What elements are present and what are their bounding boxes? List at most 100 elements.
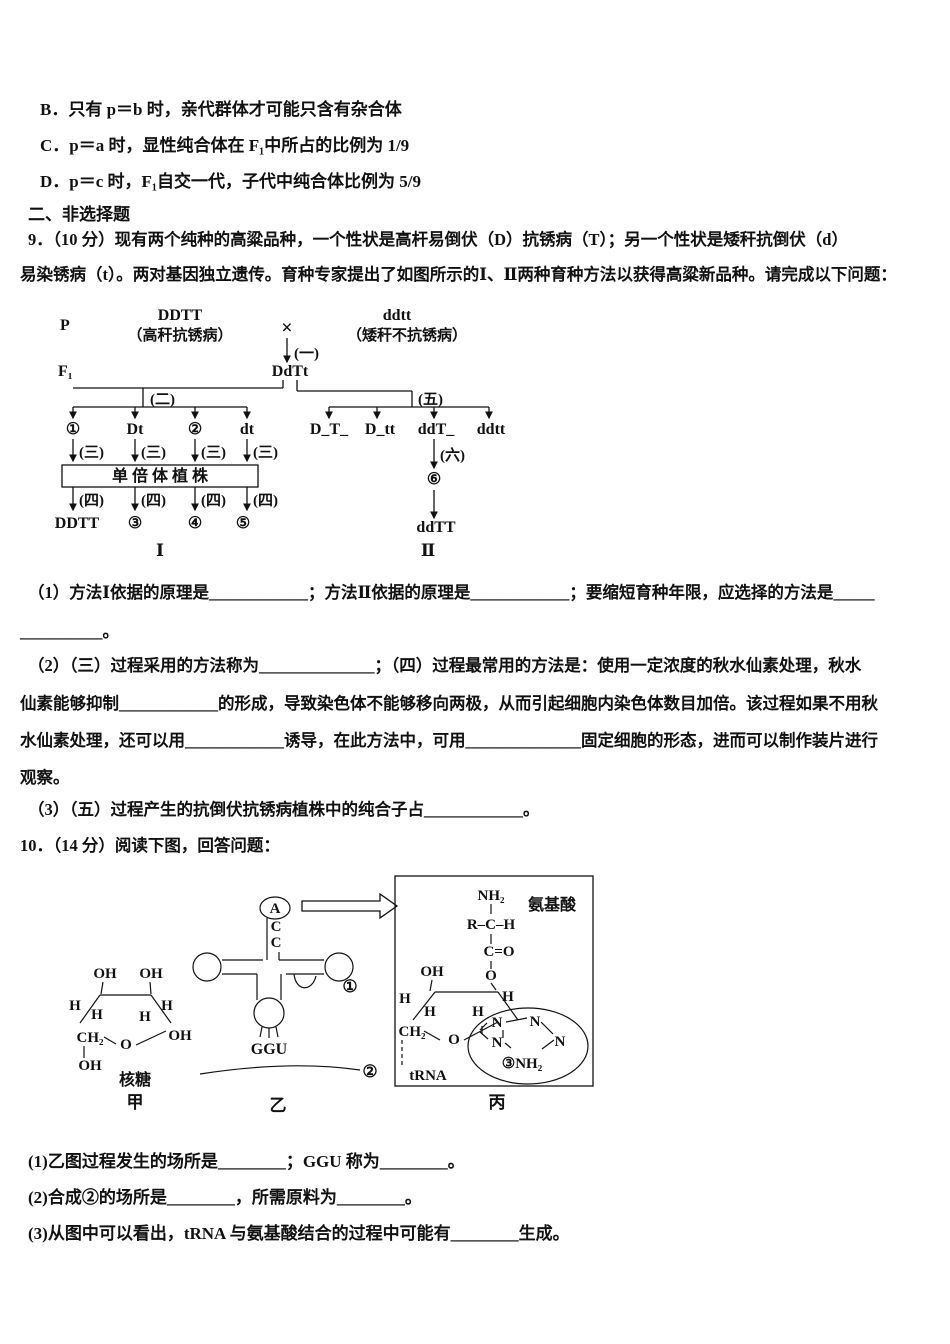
bing-border bbox=[394, 875, 594, 1087]
ribose-structure: OH OH H H H H CH₂ O OH OH 核糖 甲 bbox=[69, 966, 192, 1112]
process-4-arrows bbox=[69, 487, 251, 512]
result-i-2: ③ bbox=[128, 515, 142, 532]
result-ii: ddTT bbox=[416, 519, 455, 536]
method-i-branch-lines bbox=[69, 380, 284, 420]
process-4-label-2: (四) bbox=[141, 493, 166, 509]
bing-h-inner-left: H bbox=[424, 1004, 436, 1020]
jia-oh-top-left: OH bbox=[93, 966, 117, 982]
f2-type-3: ddT_ bbox=[418, 421, 455, 438]
adenine-n3: N bbox=[530, 1014, 541, 1030]
process-4-label-4: (四) bbox=[253, 493, 278, 509]
process-6-label: (六) bbox=[440, 446, 465, 464]
haploid-box-label: 单 倍 体 植 株 bbox=[112, 466, 209, 485]
gamete-3: ② bbox=[188, 421, 202, 438]
jia-h-outer-left: H bbox=[69, 998, 81, 1014]
section-header: 二、非选择题 bbox=[28, 205, 130, 224]
adenine-circle3-nh2: ③NH₂ bbox=[502, 1056, 543, 1072]
gamete-1: ① bbox=[66, 421, 80, 438]
bing-trna-label: tRNA bbox=[409, 1068, 447, 1084]
bing-h-outer-right: H bbox=[502, 989, 514, 1005]
circled-a-base bbox=[259, 896, 291, 920]
bing-tag: 丙 bbox=[489, 1093, 506, 1112]
haploid-plant-box bbox=[61, 464, 259, 488]
process-3-arrows bbox=[69, 439, 251, 463]
trna-cloverleaf: A C C GGU ① bbox=[192, 892, 399, 1115]
q9-sub1-line2: __________。 bbox=[20, 622, 119, 641]
q9-sub1-line1: （1）方法Ⅰ依据的原理是____________；方法Ⅱ依据的原理是______… bbox=[28, 583, 875, 602]
p-generation-label: P bbox=[60, 317, 70, 334]
jia-ch2: CH₂ bbox=[77, 1030, 105, 1046]
yi-anticodon-ggu: GGU bbox=[251, 1041, 288, 1058]
circle-6: ⑥ bbox=[427, 471, 441, 488]
result-i-4: ⑤ bbox=[236, 515, 250, 532]
parent2-phenotype: （矮秆不抗锈病） bbox=[347, 326, 467, 344]
process-3-label-2: (三) bbox=[141, 445, 166, 461]
f2-type-1: D_T_ bbox=[310, 421, 349, 438]
yi-base-a: A bbox=[270, 901, 281, 917]
breeding-diagram: P DDTT （高秆抗锈病） × ddtt （矮秆不抗锈病） (一) F₁ Dd… bbox=[55, 307, 506, 560]
bing-h-outer-left: H bbox=[399, 991, 411, 1007]
process-3-label-3: (三) bbox=[201, 445, 226, 461]
q9-sub3-line: （3）（五）过程产生的抗倒伏抗锈病植株中的纯合子占____________。 bbox=[28, 800, 540, 819]
result-i-1: DDTT bbox=[55, 515, 100, 532]
method-ii-label: Ⅱ bbox=[421, 541, 435, 560]
q10-sub3: (3)从图中可以看出，tRNA 与氨基酸结合的过程中可能有________生成。 bbox=[28, 1224, 570, 1243]
adenine-n1: N bbox=[492, 1015, 503, 1031]
parent1-phenotype: （高秆抗锈病） bbox=[127, 326, 232, 344]
process-4-label-1: (四) bbox=[79, 493, 104, 509]
adenine-ellipse bbox=[467, 1007, 589, 1085]
q10-sub2: (2)合成②的场所是________，所需原料为________。 bbox=[28, 1188, 422, 1207]
q9-sub2-line1: （2）（三）过程采用的方法称为______________；（四）过程最常用的方… bbox=[28, 656, 862, 675]
option-b: B．只有 p＝b 时，亲代群体才可能只含有杂合体 bbox=[40, 100, 402, 119]
process-5-label: (五) bbox=[418, 392, 443, 408]
yi-circle-1: ① bbox=[342, 977, 357, 996]
f2-type-2: D_tt bbox=[365, 421, 396, 438]
method-ii-branch-lines bbox=[296, 380, 493, 420]
parent1-genotype: DDTT bbox=[158, 307, 203, 324]
q10-sub1: (1)乙图过程发生的场所是________；GGU 称为________。 bbox=[28, 1152, 465, 1171]
gamete-4: dt bbox=[240, 421, 255, 438]
jia-h-outer-right: H bbox=[161, 998, 173, 1014]
bing-ring-o: O bbox=[448, 1032, 460, 1048]
result-i-3: ④ bbox=[188, 515, 202, 532]
q9-intro-line1: 9．（10 分）现有两个纯种的高粱品种，一个性状是高杆易倒伏（D）抗锈病（T）；… bbox=[28, 230, 848, 249]
jia-h-inner-left: H bbox=[91, 1007, 103, 1023]
jia-oh-right: OH bbox=[168, 1028, 192, 1044]
gamete-2: Dt bbox=[127, 421, 145, 438]
parent2-genotype: ddtt bbox=[383, 307, 412, 324]
option-d: D．p＝c 时，F₁自交一代，子代中纯合体比例为 5/9 bbox=[40, 172, 421, 191]
adenine-n4: N bbox=[555, 1034, 566, 1050]
f2-type-4: ddtt bbox=[477, 421, 506, 438]
trna-figure: OH OH H H H H CH₂ O OH OH 核糖 甲 bbox=[69, 875, 594, 1115]
process-4-label-3: (四) bbox=[201, 493, 226, 509]
bing-r-c-h: R–C–H bbox=[467, 917, 516, 933]
yi-tag: 乙 bbox=[270, 1096, 287, 1115]
bing-ester-o: O bbox=[485, 968, 497, 984]
yi-base-c1: C bbox=[271, 919, 282, 935]
q9-sub2-line4: 观察。 bbox=[20, 768, 70, 787]
bing-nh2-top: NH₂ bbox=[478, 888, 506, 904]
cross-symbol: × bbox=[281, 317, 292, 339]
q9-sub2-line3: 水仙素处理，还可以用____________诱导，在此方法中，可用_______… bbox=[20, 731, 878, 750]
process-3-label-4: (三) bbox=[253, 445, 278, 461]
jia-ring-o: O bbox=[120, 1037, 132, 1053]
yi-base-c2: C bbox=[271, 935, 282, 951]
option-c: C．p＝a 时，显性纯合体在 F₁中所占的比例为 1/9 bbox=[40, 136, 410, 155]
jia-tag: 甲 bbox=[127, 1093, 144, 1112]
jia-oh-top-right: OH bbox=[139, 966, 163, 982]
bing-amino-acid-label: 氨基酸 bbox=[528, 895, 577, 914]
process-3-label-1: (三) bbox=[79, 445, 104, 461]
f1-genotype: DdTt bbox=[272, 363, 309, 380]
adenine-n2: N bbox=[492, 1035, 503, 1051]
q9-sub2-line2: 仙素能够抑制____________的形成，导致染色体不能够移向两极，从而引起细… bbox=[20, 694, 878, 713]
process-2-label: (二) bbox=[150, 392, 175, 408]
jia-oh-bottom: OH bbox=[78, 1058, 102, 1074]
f1-generation-label: F₁ bbox=[58, 363, 73, 380]
jia-caption-ribose: 核糖 bbox=[119, 1070, 151, 1089]
right-block-arrow bbox=[301, 892, 399, 920]
bing-c-double-o: C=O bbox=[483, 944, 514, 960]
method-i-label: Ⅰ bbox=[156, 541, 164, 560]
bing-ch2: CH₂ bbox=[399, 1024, 427, 1040]
bing-h-inner-right: H bbox=[472, 1004, 484, 1020]
